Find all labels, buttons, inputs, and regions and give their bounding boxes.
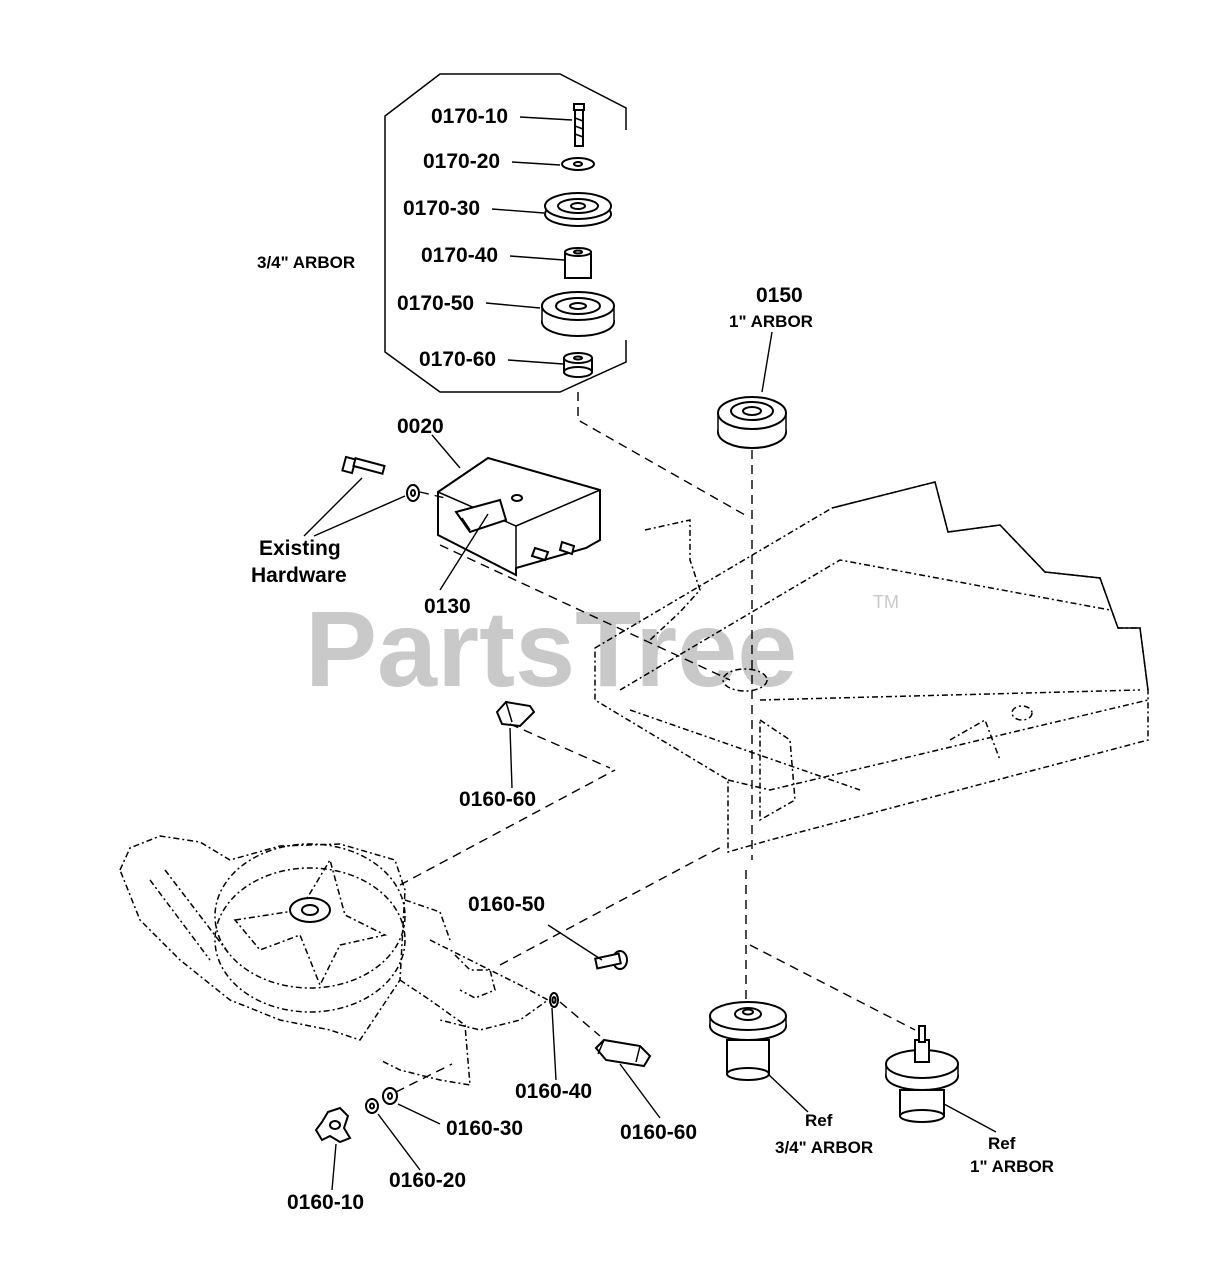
label-ref-1-line2: 1" ARBOR xyxy=(970,1157,1054,1176)
label-0160-10: 0160-10 xyxy=(287,1191,364,1214)
knob-0160-10[interactable] xyxy=(314,1106,352,1144)
existing-bolt[interactable] xyxy=(341,455,386,475)
bolt-0160-50[interactable] xyxy=(594,950,628,970)
bracket-0130[interactable] xyxy=(454,498,508,534)
label-existing-line2: Hardware xyxy=(251,564,347,587)
existing-washer[interactable] xyxy=(406,484,420,502)
spacer-0170-40[interactable] xyxy=(564,247,592,279)
pin-0160-60-top[interactable] xyxy=(495,700,536,728)
label-existing-line1: Existing xyxy=(259,537,341,560)
washer-0170-20[interactable] xyxy=(561,157,595,171)
pulley-0170-50[interactable] xyxy=(541,291,615,337)
label-0130: 0130 xyxy=(424,595,471,618)
label-0160-40: 0160-40 xyxy=(515,1080,592,1103)
washer-0160-30[interactable] xyxy=(382,1087,398,1105)
label-0020: 0020 xyxy=(397,415,444,438)
bolt-0170-10[interactable] xyxy=(573,103,585,147)
washer-0160-40[interactable] xyxy=(549,992,559,1008)
pulley-0150[interactable] xyxy=(717,396,787,449)
label-0150: 0150 xyxy=(756,284,803,307)
label-0170-10: 0170-10 xyxy=(431,105,508,128)
watermark-text: PartsTree xyxy=(305,588,797,709)
pin-0160-60-bottom[interactable] xyxy=(594,1038,652,1068)
leader-lines xyxy=(303,116,997,1191)
label-0160-60-bottom: 0160-60 xyxy=(620,1121,697,1144)
label-ref-34-line1: Ref xyxy=(805,1111,833,1130)
arbor-kit-bracket xyxy=(384,73,627,393)
label-ref-1-line1: Ref xyxy=(988,1134,1016,1153)
label-0170-30: 0170-30 xyxy=(403,197,480,220)
label-ref-34-line2: 3/4" ARBOR xyxy=(775,1138,873,1157)
label-0160-50: 0160-50 xyxy=(468,893,545,916)
label-0160-60-top: 0160-60 xyxy=(459,788,536,811)
label-0170-20: 0170-20 xyxy=(423,150,500,173)
watermark-trademark: TM xyxy=(873,592,899,612)
label-34-arbor-group: 3/4" ARBOR xyxy=(257,253,355,272)
bearing-0170-60[interactable] xyxy=(563,352,593,378)
label-0160-30: 0160-30 xyxy=(446,1117,523,1140)
bagger-chute-assembly xyxy=(119,835,550,1086)
deck-break-line xyxy=(831,481,1149,691)
label-0170-40: 0170-40 xyxy=(421,244,498,267)
label-0170-60: 0170-60 xyxy=(419,348,496,371)
label-0170-50: 0170-50 xyxy=(397,292,474,315)
washer-0160-20[interactable] xyxy=(365,1098,379,1114)
alignment-lines xyxy=(395,392,916,1093)
spindle-ref-34-arbor[interactable] xyxy=(709,1001,787,1081)
pulley-0170-30[interactable] xyxy=(544,192,612,227)
shield-0020[interactable] xyxy=(437,456,601,577)
label-0160-20: 0160-20 xyxy=(389,1169,466,1192)
label-0150-arbor: 1" ARBOR xyxy=(729,312,813,331)
spindle-ref-1-arbor[interactable] xyxy=(885,1025,959,1123)
